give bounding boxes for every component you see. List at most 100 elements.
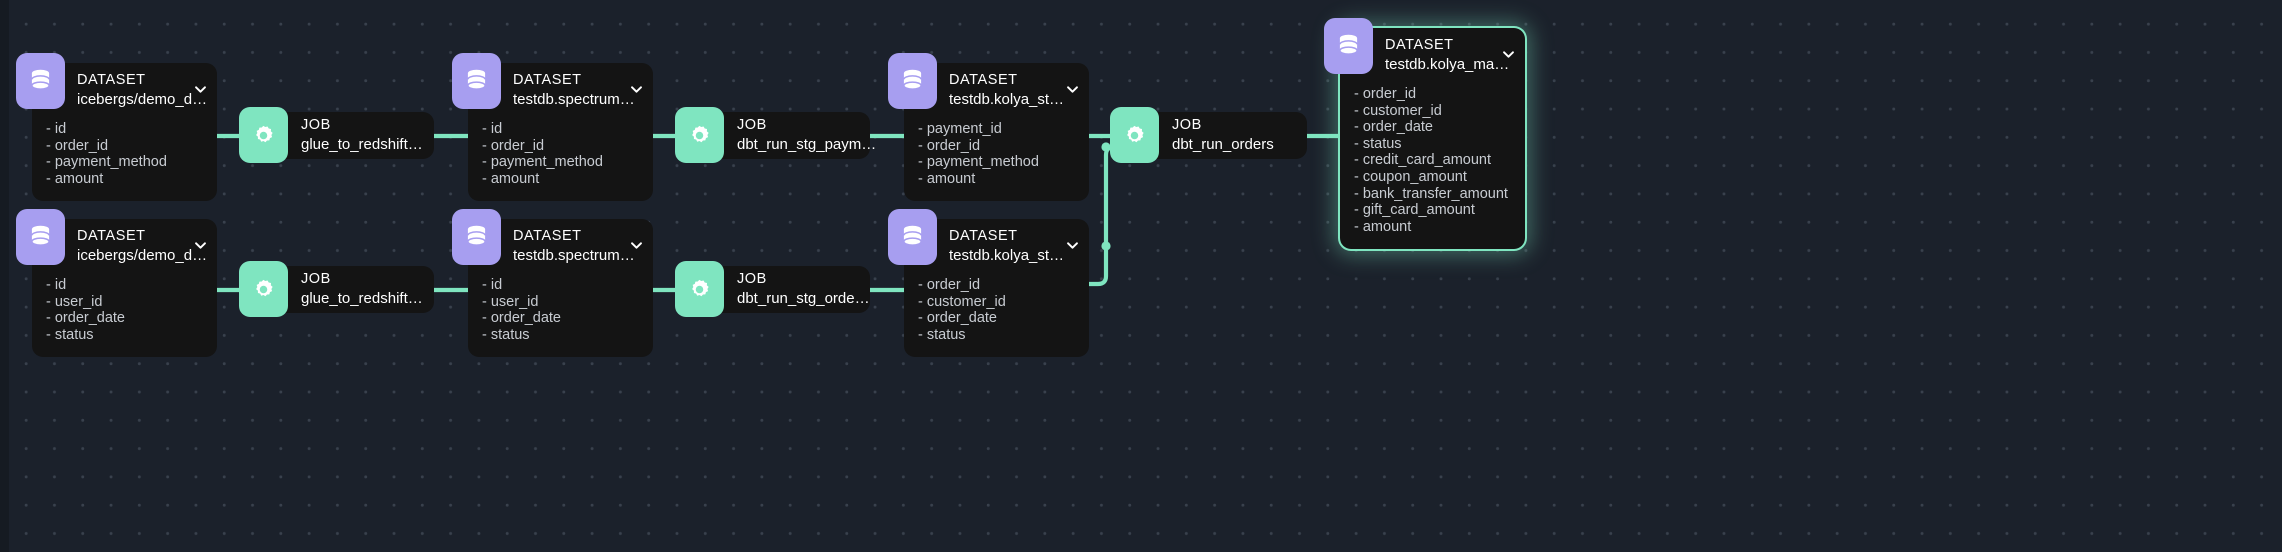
gear-icon	[256, 279, 273, 296]
dataset-name-label: testdb.kolya_ma…	[1385, 56, 1510, 73]
dataset-node[interactable]: DATASET testdb.kolya_st… payment_idorder_i…	[888, 53, 1089, 202]
dataset-field: customer_id	[918, 294, 1073, 311]
dataset-name-label: testdb.spectrum…	[513, 247, 635, 264]
dataset-node[interactable]: DATASETtestdb.spectrum…iduser_idorder_da…	[452, 209, 653, 358]
dataset-field: payment_id	[918, 121, 1073, 138]
dataset-name-label: testdb.spectrum…	[513, 91, 635, 108]
dataset-node-titles: DATASET testdb.kolya_st…	[949, 71, 1094, 110]
dataset-kind-label: DATASET	[513, 72, 582, 88]
gear-icon	[239, 107, 288, 163]
dataset-kind-label: DATASET	[1385, 37, 1454, 53]
dataset-field: customer_id	[1354, 103, 1509, 120]
chevron-down-icon[interactable]	[630, 83, 643, 96]
chevron-down-icon[interactable]	[194, 239, 207, 252]
dataset-node[interactable]: DATASETtestdb.spectrum…idorder_idpayment…	[452, 53, 653, 202]
chevron-down-icon[interactable]	[630, 239, 643, 252]
dataset-node[interactable]: DATASETtestdb.kolya_st…order_idcustomer_…	[888, 209, 1089, 358]
job-node-titles: JOB glue_to_redshift…	[301, 116, 423, 155]
database-icon	[16, 209, 65, 265]
chevron-down-icon[interactable]	[1066, 83, 1079, 96]
gear-icon	[675, 107, 724, 163]
dataset-field: amount	[46, 171, 201, 188]
database-icon	[31, 69, 50, 90]
dataset-field: bank_transfer_amount	[1354, 186, 1509, 203]
dataset-kind-label: DATASET	[949, 72, 1018, 88]
dataset-field-list: iduser_idorder_datestatus	[32, 277, 217, 343]
gear-icon	[239, 261, 288, 317]
dataset-field-list: idorder_idpayment_methodamount	[32, 121, 217, 187]
job-kind-label: JOB	[737, 271, 767, 287]
gear-icon	[692, 125, 709, 142]
dataset-name-label: icebergs/demo_d…	[77, 91, 208, 108]
chevron-down-icon[interactable]	[630, 239, 643, 252]
dataset-node[interactable]: DATASET testdb.kolya_ma… order_idcustomer_…	[1324, 18, 1525, 250]
dataset-field: payment_method	[46, 154, 201, 171]
dataset-node-header: DATASET testdb.kolya_st…	[888, 53, 1089, 121]
database-icon	[888, 209, 937, 265]
dataset-field-list: iduser_idorder_datestatus	[468, 277, 653, 343]
database-icon	[467, 69, 486, 90]
chevron-down-icon[interactable]	[1066, 239, 1079, 252]
job-name-label: glue_to_redshift…	[301, 136, 423, 153]
dataset-node[interactable]: DATASETicebergs/demo_d…iduser_idorder_da…	[16, 209, 217, 358]
database-icon	[452, 53, 501, 109]
database-icon	[16, 53, 65, 109]
gear-icon	[692, 279, 709, 296]
dataset-field: id	[482, 277, 637, 294]
edge-junction-dot	[1101, 241, 1111, 251]
canvas-left-gutter	[0, 0, 9, 552]
chevron-down-icon[interactable]	[194, 83, 207, 96]
dataset-field: payment_method	[918, 154, 1073, 171]
gear-icon	[675, 261, 724, 317]
gear-icon	[1127, 125, 1144, 142]
chevron-down-icon[interactable]	[1502, 48, 1515, 61]
dataset-name-label: testdb.kolya_st…	[949, 247, 1065, 264]
dataset-field: id	[46, 121, 201, 138]
chevron-down-icon[interactable]	[1502, 48, 1515, 61]
chevron-down-icon[interactable]	[630, 83, 643, 96]
dataset-field: status	[1354, 136, 1509, 153]
chevron-down-icon[interactable]	[194, 239, 207, 252]
dataset-node[interactable]: DATASETicebergs/demo_d…idorder_idpayment…	[16, 53, 217, 202]
dataset-field: order_id	[1354, 86, 1509, 103]
database-icon	[888, 53, 937, 109]
database-icon	[31, 225, 50, 246]
database-icon	[1324, 18, 1373, 74]
dataset-node-header: DATASET testdb.kolya_ma…	[1324, 18, 1525, 86]
lineage-edge	[1089, 144, 1124, 287]
dataset-field: credit_card_amount	[1354, 152, 1509, 169]
dataset-node-header: DATASET testdb.spectrum…	[452, 53, 653, 121]
job-node[interactable]: JOB dbt_run_stg_orde…	[675, 261, 870, 317]
dataset-field: gift_card_amount	[1354, 202, 1509, 219]
dataset-name-label: testdb.kolya_st…	[949, 91, 1065, 108]
dataset-field: order_id	[918, 277, 1073, 294]
gear-icon	[256, 125, 273, 142]
dataset-field: coupon_amount	[1354, 169, 1509, 186]
chevron-down-icon[interactable]	[1066, 83, 1079, 96]
dataset-field: status	[46, 327, 201, 344]
job-name-label: dbt_run_stg_orde…	[737, 290, 870, 307]
dataset-field: amount	[1354, 219, 1509, 236]
job-kind-label: JOB	[301, 117, 331, 133]
dataset-field: user_id	[46, 294, 201, 311]
job-name-label: glue_to_redshift…	[301, 290, 423, 307]
job-node[interactable]: JOB glue_to_redshift…	[239, 107, 434, 163]
database-icon	[452, 209, 501, 265]
dataset-field-list: payment_idorder_idpayment_methodamount	[904, 121, 1089, 187]
chevron-down-icon[interactable]	[1066, 239, 1079, 252]
database-icon	[903, 69, 922, 90]
chevron-down-icon[interactable]	[194, 83, 207, 96]
